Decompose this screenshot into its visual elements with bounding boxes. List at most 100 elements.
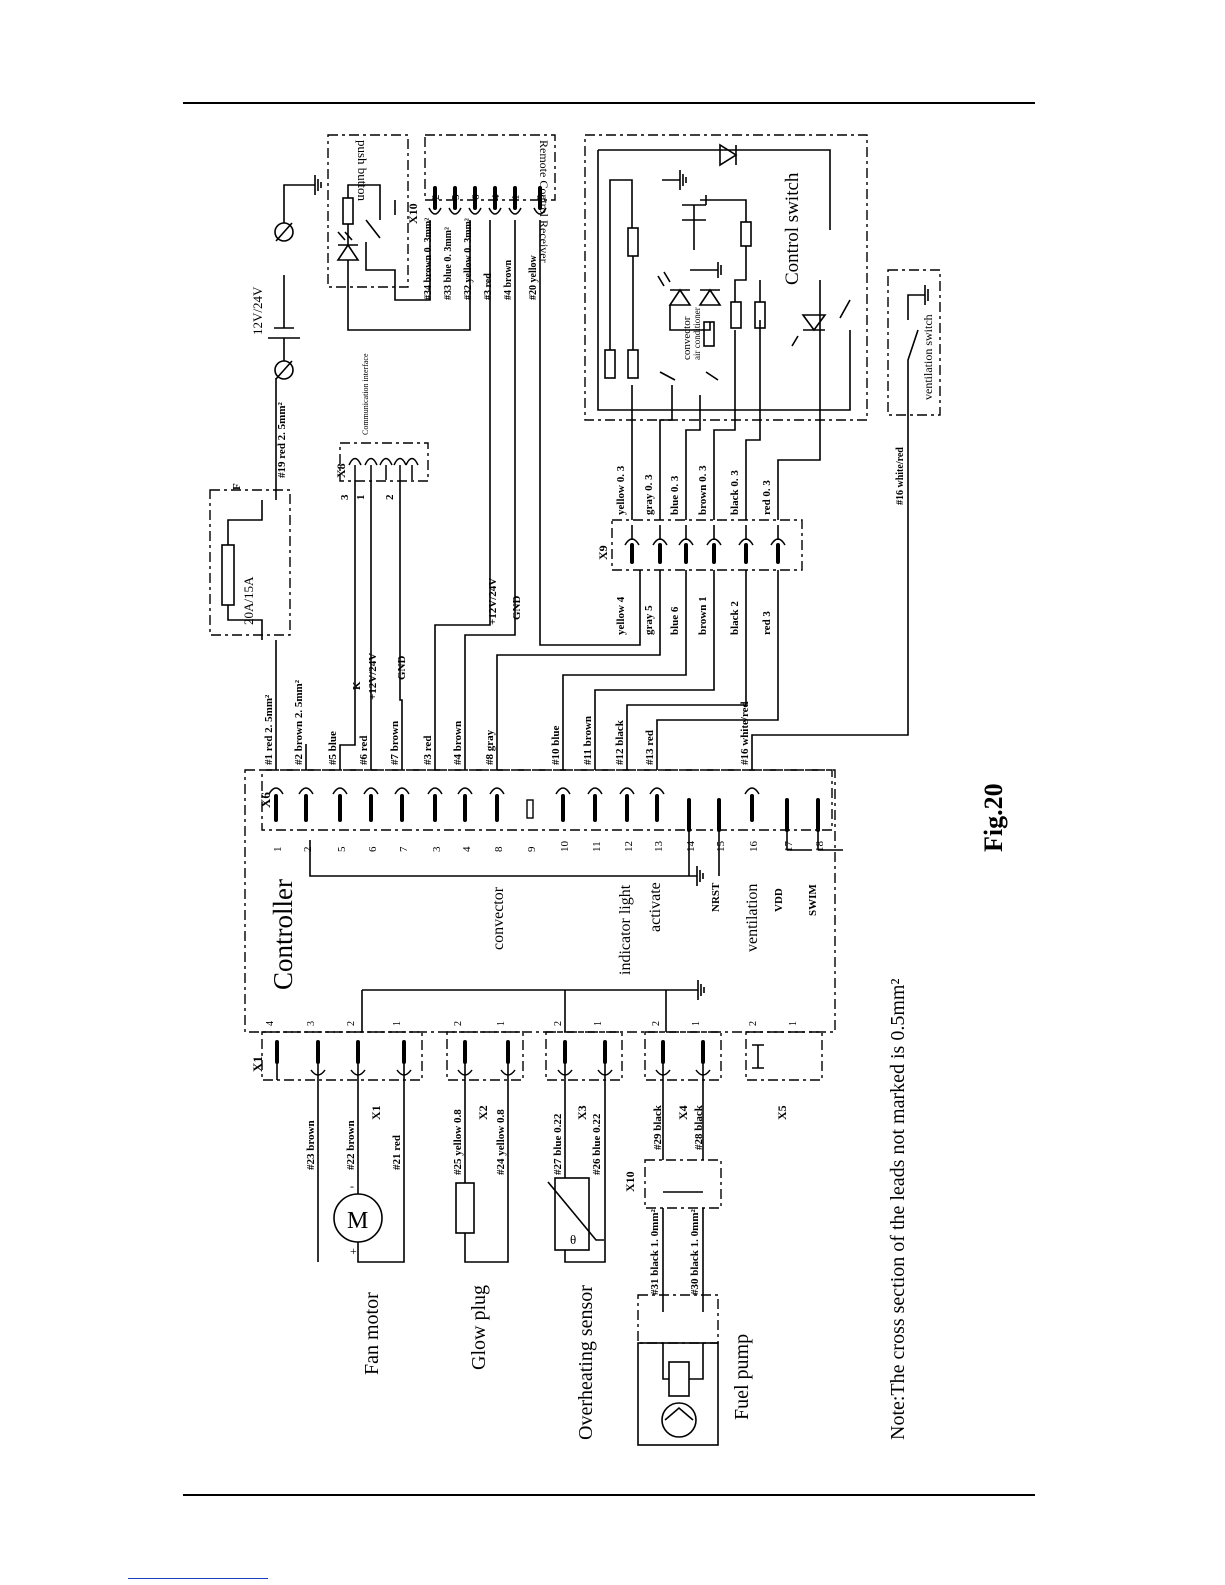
x9-left-label-5: red 3: [761, 611, 773, 635]
x6-pin-number-5: 5: [336, 846, 348, 852]
x6-pin-16: [744, 787, 760, 822]
footer-link-underline[interactable]: [128, 1578, 268, 1579]
power-ground-symbol: [314, 175, 322, 195]
fuel-pump-connector: [637, 1294, 719, 1344]
x10-inline-connector: [644, 1159, 722, 1209]
x1-harness-label: X1: [369, 1105, 383, 1120]
x8-socket-2: [379, 457, 393, 480]
x10-wire-label-1: #33 blue 0. 3mm²: [443, 227, 454, 300]
controller-label-ventilation: ventilation: [744, 884, 761, 952]
x1-pin-number-2: 2: [346, 1021, 357, 1026]
fuel-pump-internal: [662, 1343, 704, 1380]
cs-resistor-2: [627, 349, 639, 379]
x6-connector: [261, 769, 833, 831]
cs-ground-1: [662, 170, 687, 190]
overheating-sensor-symbol: [554, 1177, 590, 1251]
fuel-pump-box: [637, 1342, 719, 1446]
x8-signal-0: K: [351, 681, 363, 690]
x6-pin-7: [394, 787, 410, 822]
control-switch-box: [584, 134, 868, 421]
overheating-sensor-label: Overheating sensor: [575, 1285, 597, 1440]
x2-wire-25: #25 yellow 0.8: [452, 1109, 464, 1175]
x6-pin-10: [555, 787, 571, 822]
x2-pin-number-2: 2: [453, 1021, 464, 1026]
x6-pin-number-12: 12: [623, 841, 635, 852]
cs-diode-top: [719, 143, 738, 167]
x8-socket-1: [364, 457, 378, 480]
controller-label-activate: activate: [647, 882, 664, 932]
x9-left-label-2: blue 6: [669, 606, 681, 635]
x10-wire-label-2: #32 yellow 0. 3mm²: [463, 218, 474, 300]
fuse-element: [221, 544, 235, 606]
x8-wire-k: [339, 480, 356, 770]
ventilation-wire: [751, 380, 909, 770]
x6-pin-6: [363, 787, 379, 822]
x6-pin-number-2: 2: [302, 847, 314, 853]
x4-connector: [644, 1031, 722, 1081]
cs-convector-switch: [659, 371, 719, 381]
fuel-pump-label: Fuel pump: [731, 1334, 753, 1420]
ventilation-switch-symbol: [907, 285, 929, 380]
x10-wire-4-brown: [464, 220, 516, 770]
overheating-sensor-slash: [547, 1181, 604, 1241]
controller-label-swim: SWIM: [807, 884, 819, 916]
x1-wire-21: #21 red: [391, 1135, 403, 1170]
x9-pins: [624, 525, 786, 564]
x2-pin-number-1: 1: [496, 1021, 507, 1026]
controller-title: Controller: [268, 879, 298, 990]
fan-motor-minus: -: [350, 1179, 354, 1193]
fan-motor-plus: +: [350, 1244, 357, 1258]
controller-internal-ground: [361, 990, 667, 1032]
x6-wire-labels: #1 red 2. 5mm²#2 brown 2. 5mm²#5 blue#6 …: [263, 679, 751, 765]
control-switch-convector: convector: [681, 316, 693, 360]
control-switch-air-conditioner: air conditioner: [692, 307, 702, 360]
cs-resistor-1: [604, 349, 616, 379]
x6-wire-label-10: #10 blue: [550, 725, 562, 765]
control-switch-title: Control switch: [782, 172, 803, 285]
x5-pin-number-1: 1: [788, 1021, 799, 1026]
controller-ground-bus: [309, 840, 697, 877]
x6-pin-5: [332, 787, 348, 822]
x10-wire-3-red: [434, 220, 491, 770]
x3-connector: [545, 1031, 623, 1081]
cs-ventilation-led: [791, 314, 827, 347]
x6-pin-9: [526, 799, 534, 819]
x10-inline-label: X10: [623, 1171, 637, 1192]
x10-wire-20-yellow: [539, 220, 641, 646]
power-wire-label: #19 red 2. 5mm²: [276, 401, 288, 478]
x8-label: X8: [334, 463, 348, 478]
cs-transistor: [682, 195, 707, 225]
x6-wire-label-8: #8 gray: [484, 729, 496, 765]
x8-pin-2: 2: [384, 494, 396, 500]
figure-label: Fig.20: [979, 783, 1008, 852]
x9-right-label-4: black 0. 3: [729, 470, 741, 515]
x10-top-wires: #34 brown 0. 3mm²#33 blue 0. 3mm²#32 yel…: [423, 218, 539, 300]
ventilation-switch-box: [887, 269, 941, 416]
cs-resistor-3: [627, 227, 639, 257]
x8-pin-1: 1: [355, 495, 367, 501]
x1-wire-23: #23 brown: [305, 1120, 317, 1170]
x6-pin-11: [587, 787, 603, 822]
x3-pin-number-1: 1: [593, 1021, 604, 1026]
x6-pin-number-15: 15: [715, 841, 727, 853]
controller-label-vdd: VDD: [773, 888, 785, 912]
x8-signal-1: +12V/24V: [367, 653, 379, 700]
x10-pin-number-2: 2: [430, 195, 442, 201]
x10-wire-label-5: #20 yellow: [528, 255, 539, 300]
x4-harness-label: X4: [676, 1105, 690, 1120]
x8-socket-0: [348, 457, 362, 480]
overheating-sensor-wires: [564, 1080, 606, 1263]
x10-pin-number-5: 5: [450, 194, 462, 200]
controller-ground-symbol: [696, 866, 704, 886]
x8-pin-3: 3: [339, 494, 351, 500]
x8-wire-gnd: [399, 480, 403, 770]
fuse-rating: 20A/15A: [241, 576, 256, 625]
overheating-sensor-theta: θ: [570, 1232, 576, 1247]
x4-pin-number-1: 1: [691, 1021, 702, 1026]
x5-harness-label: X5: [775, 1105, 789, 1120]
x6-pin-number-16: 16: [748, 841, 760, 853]
cs-resistor-5: [730, 301, 742, 329]
x6-pin-number-17: 17: [783, 841, 795, 853]
